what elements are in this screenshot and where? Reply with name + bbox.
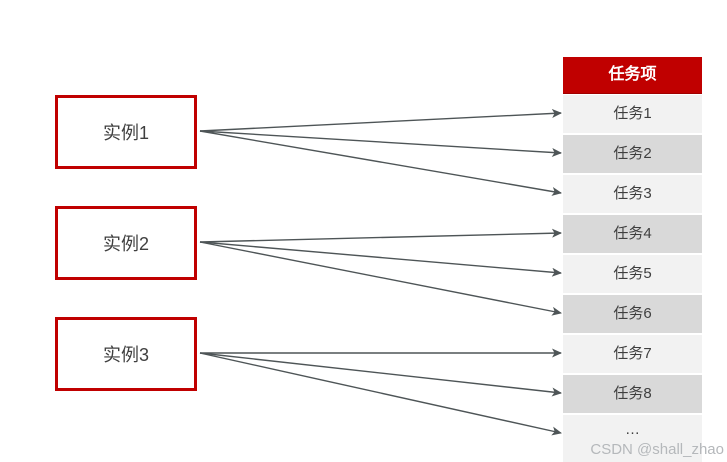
- connector-arrow: [199, 228, 562, 243]
- task-row: 任务2: [563, 135, 702, 173]
- connector-arrow: [199, 241, 562, 316]
- connector-arrow: [199, 130, 562, 157]
- connector-arrow: [199, 130, 562, 196]
- task-row: 任务1: [563, 95, 702, 133]
- instance-box-2: 实例2: [55, 206, 197, 280]
- instance-box-1: 实例1: [55, 95, 197, 169]
- task-row: 任务8: [563, 375, 702, 413]
- connector-arrow: [199, 241, 562, 277]
- task-row: 任务3: [563, 175, 702, 213]
- instance-label: 实例3: [102, 345, 149, 365]
- instance-box-3: 实例3: [55, 317, 197, 391]
- connector-arrow: [199, 352, 562, 436]
- instance-label: 实例1: [102, 123, 149, 143]
- connector-arrow: [199, 352, 562, 397]
- task-row: …: [563, 415, 702, 462]
- task-row: 任务6: [563, 295, 702, 333]
- watermark: CSDN @shall_zhao: [590, 441, 724, 458]
- instance-label: 实例2: [102, 234, 149, 254]
- task-column-header: 任务项: [563, 57, 702, 94]
- task-row: 任务5: [563, 255, 702, 293]
- connector-arrow: [199, 108, 562, 132]
- task-row: 任务4: [563, 215, 702, 253]
- task-row: 任务7: [563, 335, 702, 373]
